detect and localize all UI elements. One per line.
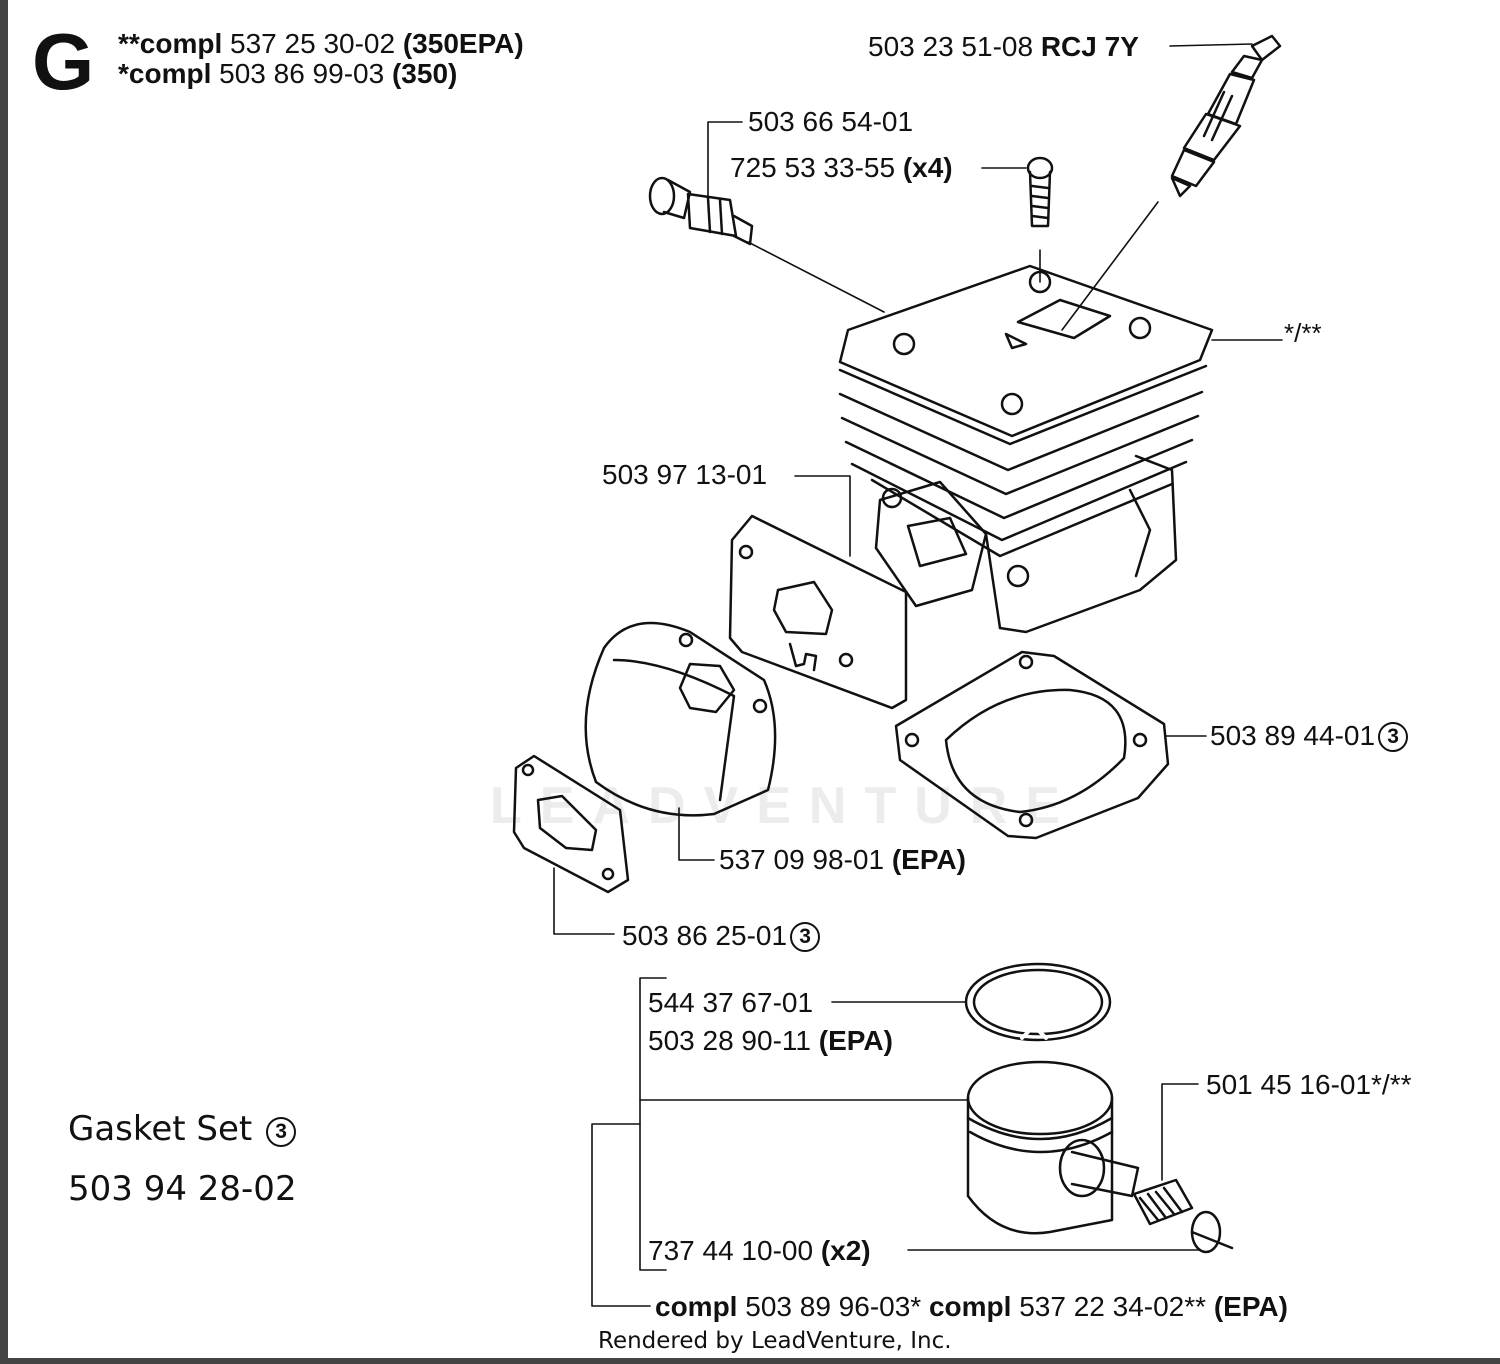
spark-plug-drawing bbox=[1170, 34, 1282, 198]
gasket-set-marker: 3 bbox=[266, 1117, 297, 1147]
piston-compl-prefix-2: compl bbox=[928, 1291, 1012, 1322]
screw-suffix: (x4) bbox=[902, 152, 953, 183]
leader-plug-to-cylinder bbox=[1061, 201, 1159, 331]
screw-number: 725 53 33-55 bbox=[730, 152, 896, 183]
piston-compl-number-1: 503 89 96-03* bbox=[745, 1291, 922, 1322]
leader-needle-bearing bbox=[1161, 1083, 1199, 1181]
piston-ring-a-number: 544 37 67-01 bbox=[648, 987, 814, 1018]
header-line-2: *compl 503 86 99-03 (350) bbox=[118, 60, 457, 88]
callout-piston-compl[interactable]: compl 503 89 96-03* compl 537 22 34-02**… bbox=[655, 1293, 1288, 1321]
callout-exhaust-gasket[interactable]: 503 97 13-01 bbox=[602, 461, 767, 489]
gasket-set-title-text: Gasket Set bbox=[68, 1109, 253, 1149]
gasket-set-title: Gasket Set 3 bbox=[68, 1109, 297, 1149]
header-line-2-number: 503 86 99-03 bbox=[219, 58, 385, 89]
cylinder-number: */** bbox=[1284, 318, 1322, 348]
leader-piston-bracket bbox=[639, 977, 667, 1271]
callout-circlip[interactable]: 737 44 10-00 (x2) bbox=[648, 1237, 871, 1265]
leader-piston-compl bbox=[591, 1123, 651, 1307]
callout-piston-ring-b[interactable]: 503 28 90-11 (EPA) bbox=[648, 1027, 893, 1055]
header-line-2-suffix: (350) bbox=[391, 58, 458, 89]
header-line-1-number: 537 25 30-02 bbox=[230, 28, 396, 59]
decompression-valve-drawing bbox=[648, 176, 754, 246]
footer-credit: Rendered by LeadVenture, Inc. bbox=[598, 1328, 952, 1354]
gasket-set-marker: 3 bbox=[1378, 722, 1409, 752]
leader-exhaust-gasket bbox=[794, 475, 851, 557]
leader-heat-shield bbox=[678, 807, 715, 861]
heat-shield-number: 537 09 98-01 bbox=[719, 844, 885, 875]
circlip-drawing bbox=[1190, 1210, 1234, 1254]
callout-piston-ring-a[interactable]: 544 37 67-01 bbox=[648, 989, 813, 1017]
piston-compl-suffix: (EPA) bbox=[1213, 1291, 1288, 1322]
heat-shield-suffix: (EPA) bbox=[891, 844, 966, 875]
header-line-2-prefix: *compl bbox=[118, 58, 212, 89]
exhaust-gasket-drawing bbox=[728, 514, 908, 710]
leader-valve-to-cylinder bbox=[747, 241, 885, 313]
header-line-1-suffix: (350EPA) bbox=[402, 28, 524, 59]
callout-needle-bearing[interactable]: 501 45 16-01*/** bbox=[1206, 1071, 1412, 1099]
muffler-gasket-drawing bbox=[512, 754, 630, 894]
piston-compl-prefix-1: compl bbox=[655, 1291, 738, 1322]
gasket-set-marker: 3 bbox=[790, 922, 821, 952]
callout-spark-plug[interactable]: 503 23 51-08 RCJ 7Y bbox=[868, 33, 1139, 61]
circlip-suffix: (x2) bbox=[820, 1235, 871, 1266]
base-gasket-drawing bbox=[894, 650, 1170, 840]
needle-bearing-drawing bbox=[1132, 1178, 1194, 1226]
header-line-1-prefix: **compl bbox=[118, 28, 223, 59]
exhaust-gasket-number: 503 97 13-01 bbox=[602, 459, 768, 490]
piston-ring-drawing bbox=[964, 962, 1112, 1042]
piston-ring-b-suffix: (EPA) bbox=[818, 1025, 893, 1056]
callout-screw[interactable]: 725 53 33-55 (x4) bbox=[730, 154, 953, 182]
leader-spark-plug bbox=[1169, 43, 1253, 47]
callout-heat-shield[interactable]: 537 09 98-01 (EPA) bbox=[719, 846, 966, 874]
cylinder-drawing bbox=[838, 264, 1214, 634]
piston-ring-b-number: 503 28 90-11 bbox=[648, 1025, 811, 1056]
callout-decomp-valve[interactable]: 503 66 54-01 bbox=[748, 108, 913, 136]
decomp-valve-number: 503 66 54-01 bbox=[748, 106, 914, 137]
piston-drawing bbox=[966, 1060, 1140, 1235]
heat-shield-drawing bbox=[584, 621, 777, 817]
circlip-number: 737 44 10-00 bbox=[648, 1235, 814, 1266]
leader-muffler-gasket bbox=[553, 867, 615, 935]
callout-cylinder[interactable]: */** bbox=[1284, 320, 1322, 346]
header-line-1: **compl 537 25 30-02 (350EPA) bbox=[118, 30, 524, 58]
leader-decomp-valve bbox=[707, 121, 743, 197]
spark-plug-number: 503 23 51-08 bbox=[868, 31, 1034, 62]
needle-bearing-number: 501 45 16-01*/** bbox=[1206, 1069, 1412, 1100]
gasket-set-number[interactable]: 503 94 28-02 bbox=[68, 1169, 297, 1209]
base-gasket-number: 503 89 44-01 bbox=[1210, 720, 1376, 751]
spark-plug-suffix: RCJ 7Y bbox=[1040, 31, 1139, 62]
leader-lines bbox=[553, 43, 1283, 1307]
section-letter: G bbox=[32, 17, 95, 106]
piston-compl-number-2: 537 22 34-02** bbox=[1019, 1291, 1207, 1322]
screw-drawing bbox=[1026, 156, 1054, 228]
muffler-gasket-number: 503 86 25-01 bbox=[622, 920, 788, 951]
